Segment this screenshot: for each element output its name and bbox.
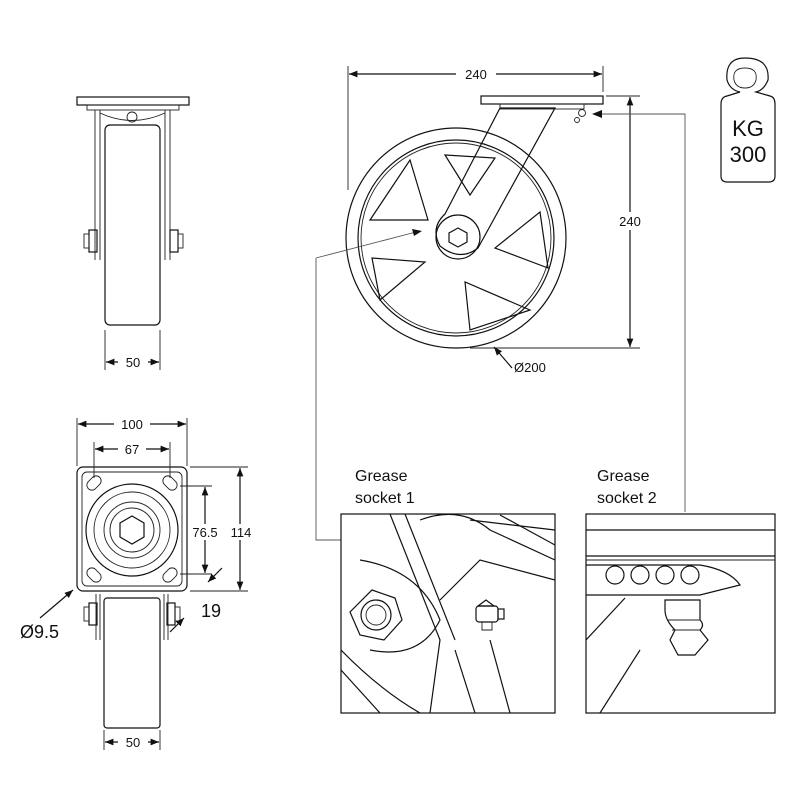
socket2-title-line2: socket 2 [597, 490, 657, 507]
wheel-diameter-label: Ø200 [514, 360, 546, 375]
side-width-label: 50 [126, 355, 140, 370]
hole-spacing-label: 67 [125, 442, 139, 457]
wheel-spoke-window [368, 154, 549, 331]
overall-height-dimension: 240 [470, 95, 648, 349]
front-width-dimension: 50 [103, 730, 161, 750]
front-width-label: 50 [126, 735, 140, 750]
side-view: 50 [76, 96, 190, 370]
socket2-title-line1: Grease [597, 468, 650, 485]
wheel-elevation: 240 240 Ø200 [315, 66, 686, 541]
grease-nipple-icon [664, 599, 709, 656]
overall-length-label: 240 [465, 67, 487, 82]
overall-length-dimension: 240 [347, 66, 604, 190]
load-value: 300 [730, 142, 767, 167]
plate-width-dimension: 100 [76, 416, 188, 466]
grease-socket-2-detail: Grease socket 2 [585, 468, 776, 714]
wheel-diameter-dimension: Ø200 [493, 346, 546, 375]
bolt-hole-dimension: Ø9.5 [20, 589, 74, 642]
grease-socket-1-detail: Grease socket 1 [340, 468, 556, 714]
bolt-slot [86, 475, 178, 583]
offset-dimension: 19 [169, 567, 223, 633]
bolt-hole-label: Ø9.5 [20, 622, 59, 642]
plate-width-label: 100 [121, 417, 143, 432]
socket1-title-line1: Grease [355, 468, 408, 485]
plate-length-label: 114 [231, 525, 252, 540]
hole-spacing-v-label: 76.5 [192, 525, 217, 540]
hole-spacing-v-dimension: 76.5 [180, 485, 222, 575]
socket1-title-line2: socket 1 [355, 490, 415, 507]
detail-leader [315, 110, 686, 541]
hole-spacing-dimension: 67 [93, 441, 171, 478]
weight-icon: KG 300 [720, 57, 776, 183]
load-unit: KG [732, 116, 764, 141]
offset-label: 19 [201, 601, 221, 621]
side-width-dimension: 50 [104, 330, 161, 370]
plate-view: 100 67 76.5 114 Ø9.5 [20, 416, 256, 750]
overall-height-label: 240 [619, 214, 641, 229]
plate-length-dimension: 114 [190, 466, 256, 592]
grease-nipple-icon [475, 599, 505, 631]
